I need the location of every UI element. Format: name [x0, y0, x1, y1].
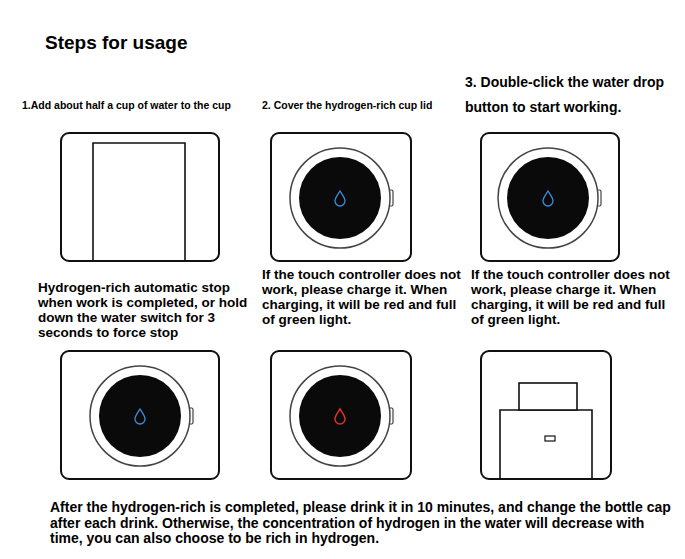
cup-lid: [498, 148, 601, 248]
charging-dock: [500, 383, 592, 480]
step-instruction: Hydrogen-rich automatic stop when work i…: [38, 281, 252, 340]
title: Steps for usage: [45, 32, 188, 54]
cup-lid: [90, 366, 193, 466]
step-box: If the touch controller does not work, p…: [480, 350, 612, 480]
caption: After the hydrogen-rich is completed, pl…: [50, 500, 675, 547]
step-box: 2. Cover the hydrogen-rich cup lid: [270, 132, 412, 262]
step-instruction: If the touch controller does not work, p…: [262, 268, 464, 327]
step-box: 3. Double-click the water drop button to…: [480, 132, 620, 262]
step-box: Hydrogen-rich automatic stop when work i…: [60, 350, 220, 480]
step-box: If the touch controller does not work, p…: [270, 350, 412, 480]
step-instruction: 1.Add about half a cup of water to the c…: [22, 99, 231, 111]
cup-lid: [290, 148, 393, 248]
step-instruction: 3. Double-click the water drop button to…: [465, 70, 680, 119]
cup-outline: [93, 143, 185, 262]
step-box: 1.Add about half a cup of water to the c…: [60, 132, 220, 262]
step-instruction: 2. Cover the hydrogen-rich cup lid: [262, 99, 432, 111]
cup-lid-charging: [290, 366, 393, 466]
step-instruction: If the touch controller does not work, p…: [471, 268, 678, 327]
